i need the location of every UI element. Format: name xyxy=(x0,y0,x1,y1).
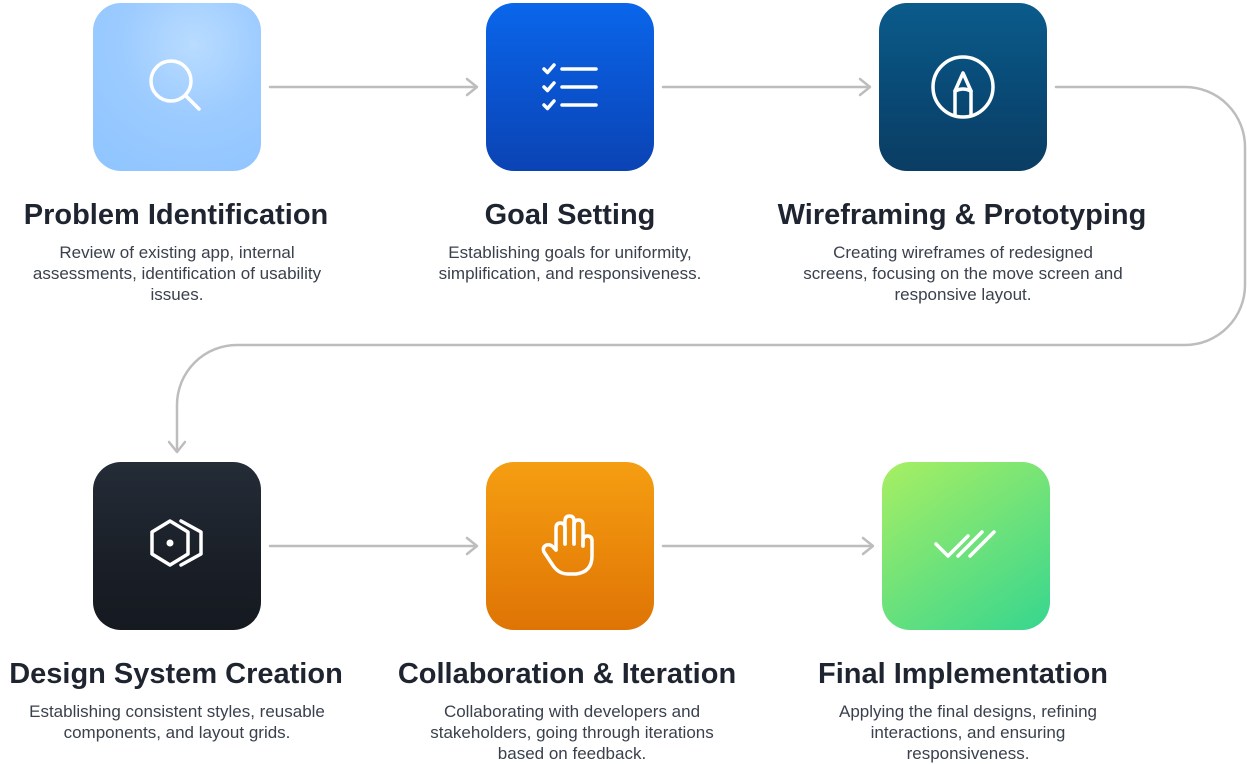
arrow-goal-to-wireframe xyxy=(661,77,872,97)
step-description-collaboration-iteration: Collaborating with developers and stakeh… xyxy=(430,702,714,763)
step-title-problem-identification: Problem Identification xyxy=(23,199,329,231)
step-title-goal-setting: Goal Setting xyxy=(484,199,656,231)
step-title-final-implementation: Final Implementation xyxy=(817,658,1109,690)
step-tile-collaboration-iteration xyxy=(486,462,654,630)
step-tile-goal-setting xyxy=(486,3,654,171)
step-description-problem-identification: Review of existing app, internal assessm… xyxy=(32,243,322,304)
double-check-icon xyxy=(934,530,996,558)
step-description-goal-setting: Establishing goals for uniformity, simpl… xyxy=(438,243,702,283)
arrow-collaboration-to-final xyxy=(661,536,875,556)
checklist-icon xyxy=(542,63,598,111)
step-tile-design-system-creation xyxy=(93,462,261,630)
step-tile-final-implementation xyxy=(882,462,1050,630)
step-tile-problem-identification xyxy=(93,3,261,171)
search-icon xyxy=(149,59,201,111)
step-description-wireframing-prototyping: Creating wireframes of redesigned screen… xyxy=(803,243,1123,304)
hand-icon xyxy=(541,514,594,576)
pen-tool-icon xyxy=(931,55,995,119)
step-tile-wireframing-prototyping xyxy=(879,3,1047,171)
arrow-problem-to-goal xyxy=(268,77,479,97)
step-title-collaboration-iteration: Collaboration & Iteration xyxy=(397,658,737,690)
arrow-design-system-to-collaboration xyxy=(268,536,479,556)
step-title-wireframing-prototyping: Wireframing & Prototyping xyxy=(777,199,1147,231)
component-hexagon-icon xyxy=(150,519,203,567)
step-title-design-system-creation: Design System Creation xyxy=(9,658,343,690)
step-description-final-implementation: Applying the final designs, refining int… xyxy=(839,702,1097,763)
step-description-design-system-creation: Establishing consistent styles, reusable… xyxy=(29,702,325,742)
